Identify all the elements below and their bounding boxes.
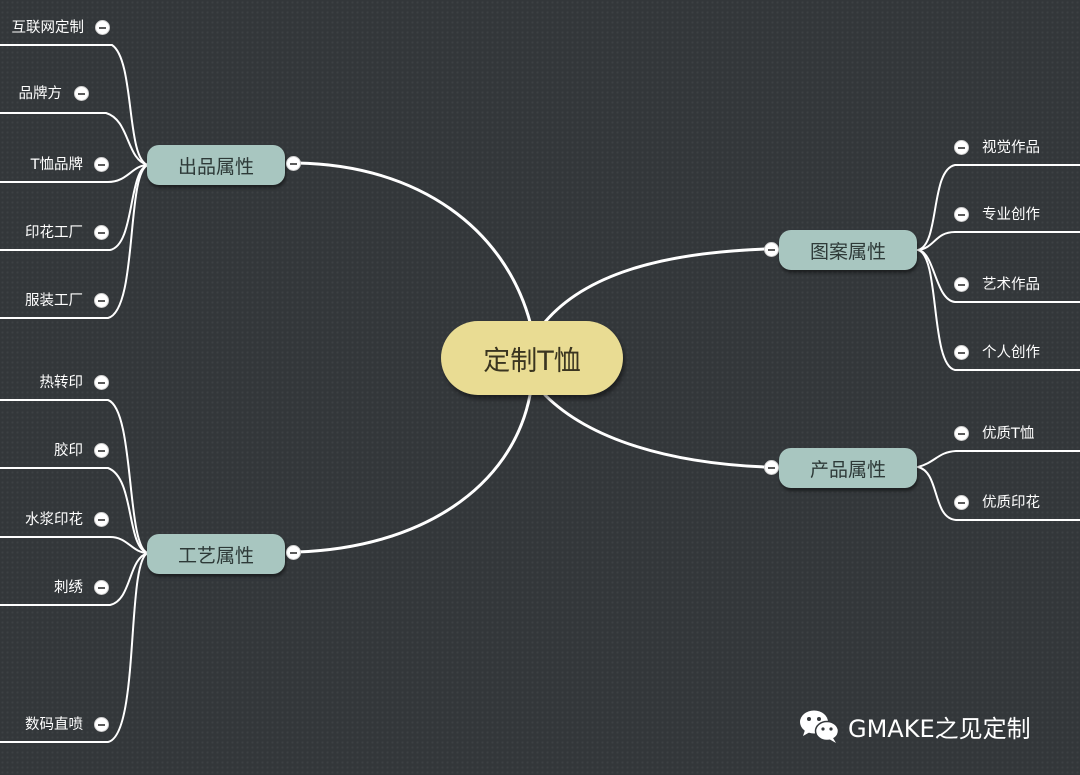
collapse-toggle-icon[interactable] <box>94 580 109 595</box>
leaf-topic[interactable]: 专业创作 <box>982 207 1040 223</box>
central-topic[interactable]: 定制T恤 <box>441 321 623 395</box>
collapse-toggle-icon[interactable] <box>954 207 969 222</box>
collapse-toggle-icon[interactable] <box>94 717 109 732</box>
watermark: GMAKE之见定制 <box>798 706 1031 746</box>
central-topic-label: 定制T恤 <box>483 345 581 377</box>
branch-craft-attributes[interactable]: 工艺属性 <box>147 534 285 574</box>
leaf-topic[interactable]: 水浆印花 <box>25 512 83 528</box>
collapse-toggle-icon[interactable] <box>954 140 969 155</box>
leaf-topic[interactable]: 数码直喷 <box>25 717 83 733</box>
collapse-toggle-icon[interactable] <box>954 495 969 510</box>
collapse-toggle-icon[interactable] <box>74 86 89 101</box>
link-root-pattern <box>543 247 767 324</box>
collapse-toggle-icon[interactable] <box>94 293 109 308</box>
link-root-product <box>543 393 767 469</box>
collapse-toggle-icon[interactable] <box>954 426 969 441</box>
branch-product-attributes[interactable]: 产品属性 <box>779 448 917 488</box>
leaf-topic[interactable]: 优质印花 <box>982 495 1040 511</box>
branch-label: 出品属性 <box>177 155 254 178</box>
leaf-topic[interactable]: 服装工厂 <box>25 293 83 309</box>
collapse-toggle-icon[interactable] <box>286 156 301 171</box>
collapse-toggle-icon[interactable] <box>95 20 110 35</box>
collapse-toggle-icon[interactable] <box>94 375 109 390</box>
collapse-toggle-icon[interactable] <box>764 242 779 257</box>
leaf-topic[interactable]: 互联网定制 <box>11 20 85 36</box>
collapse-toggle-icon[interactable] <box>286 545 301 560</box>
branch-label: 图案属性 <box>809 240 886 263</box>
branch-label: 工艺属性 <box>177 544 254 567</box>
collapse-toggle-icon[interactable] <box>94 512 109 527</box>
collapse-toggle-icon[interactable] <box>94 225 109 240</box>
wechat-icon <box>800 710 840 743</box>
leaf-topic[interactable]: 艺术作品 <box>982 277 1040 293</box>
branch-output-attributes[interactable]: 出品属性 <box>147 145 285 185</box>
leaf-topic[interactable]: 视觉作品 <box>982 140 1040 156</box>
link-root-craft <box>295 393 532 554</box>
collapse-toggle-icon[interactable] <box>954 345 969 360</box>
watermark-text: GMAKE之见定制 <box>848 714 1031 743</box>
leaf-topic[interactable]: 热转印 <box>39 375 84 391</box>
branch-pattern-attributes[interactable]: 图案属性 <box>779 230 917 270</box>
leaf-topic[interactable]: 印花工厂 <box>25 225 83 241</box>
link-root-output <box>295 161 532 324</box>
leaf-topic[interactable]: 个人创作 <box>982 345 1040 361</box>
leaf-topic[interactable]: T恤品牌 <box>30 157 83 173</box>
leaf-topic[interactable]: 胶印 <box>54 443 83 459</box>
collapse-toggle-icon[interactable] <box>954 277 969 292</box>
leaf-topic[interactable]: 优质T恤 <box>982 426 1035 442</box>
collapse-toggle-icon[interactable] <box>764 460 779 475</box>
branch-label: 产品属性 <box>809 458 886 481</box>
collapse-toggle-icon[interactable] <box>94 157 109 172</box>
leaf-topic[interactable]: 品牌方 <box>18 86 63 102</box>
leaf-topic[interactable]: 刺绣 <box>54 580 83 596</box>
collapse-toggle-icon[interactable] <box>94 443 109 458</box>
